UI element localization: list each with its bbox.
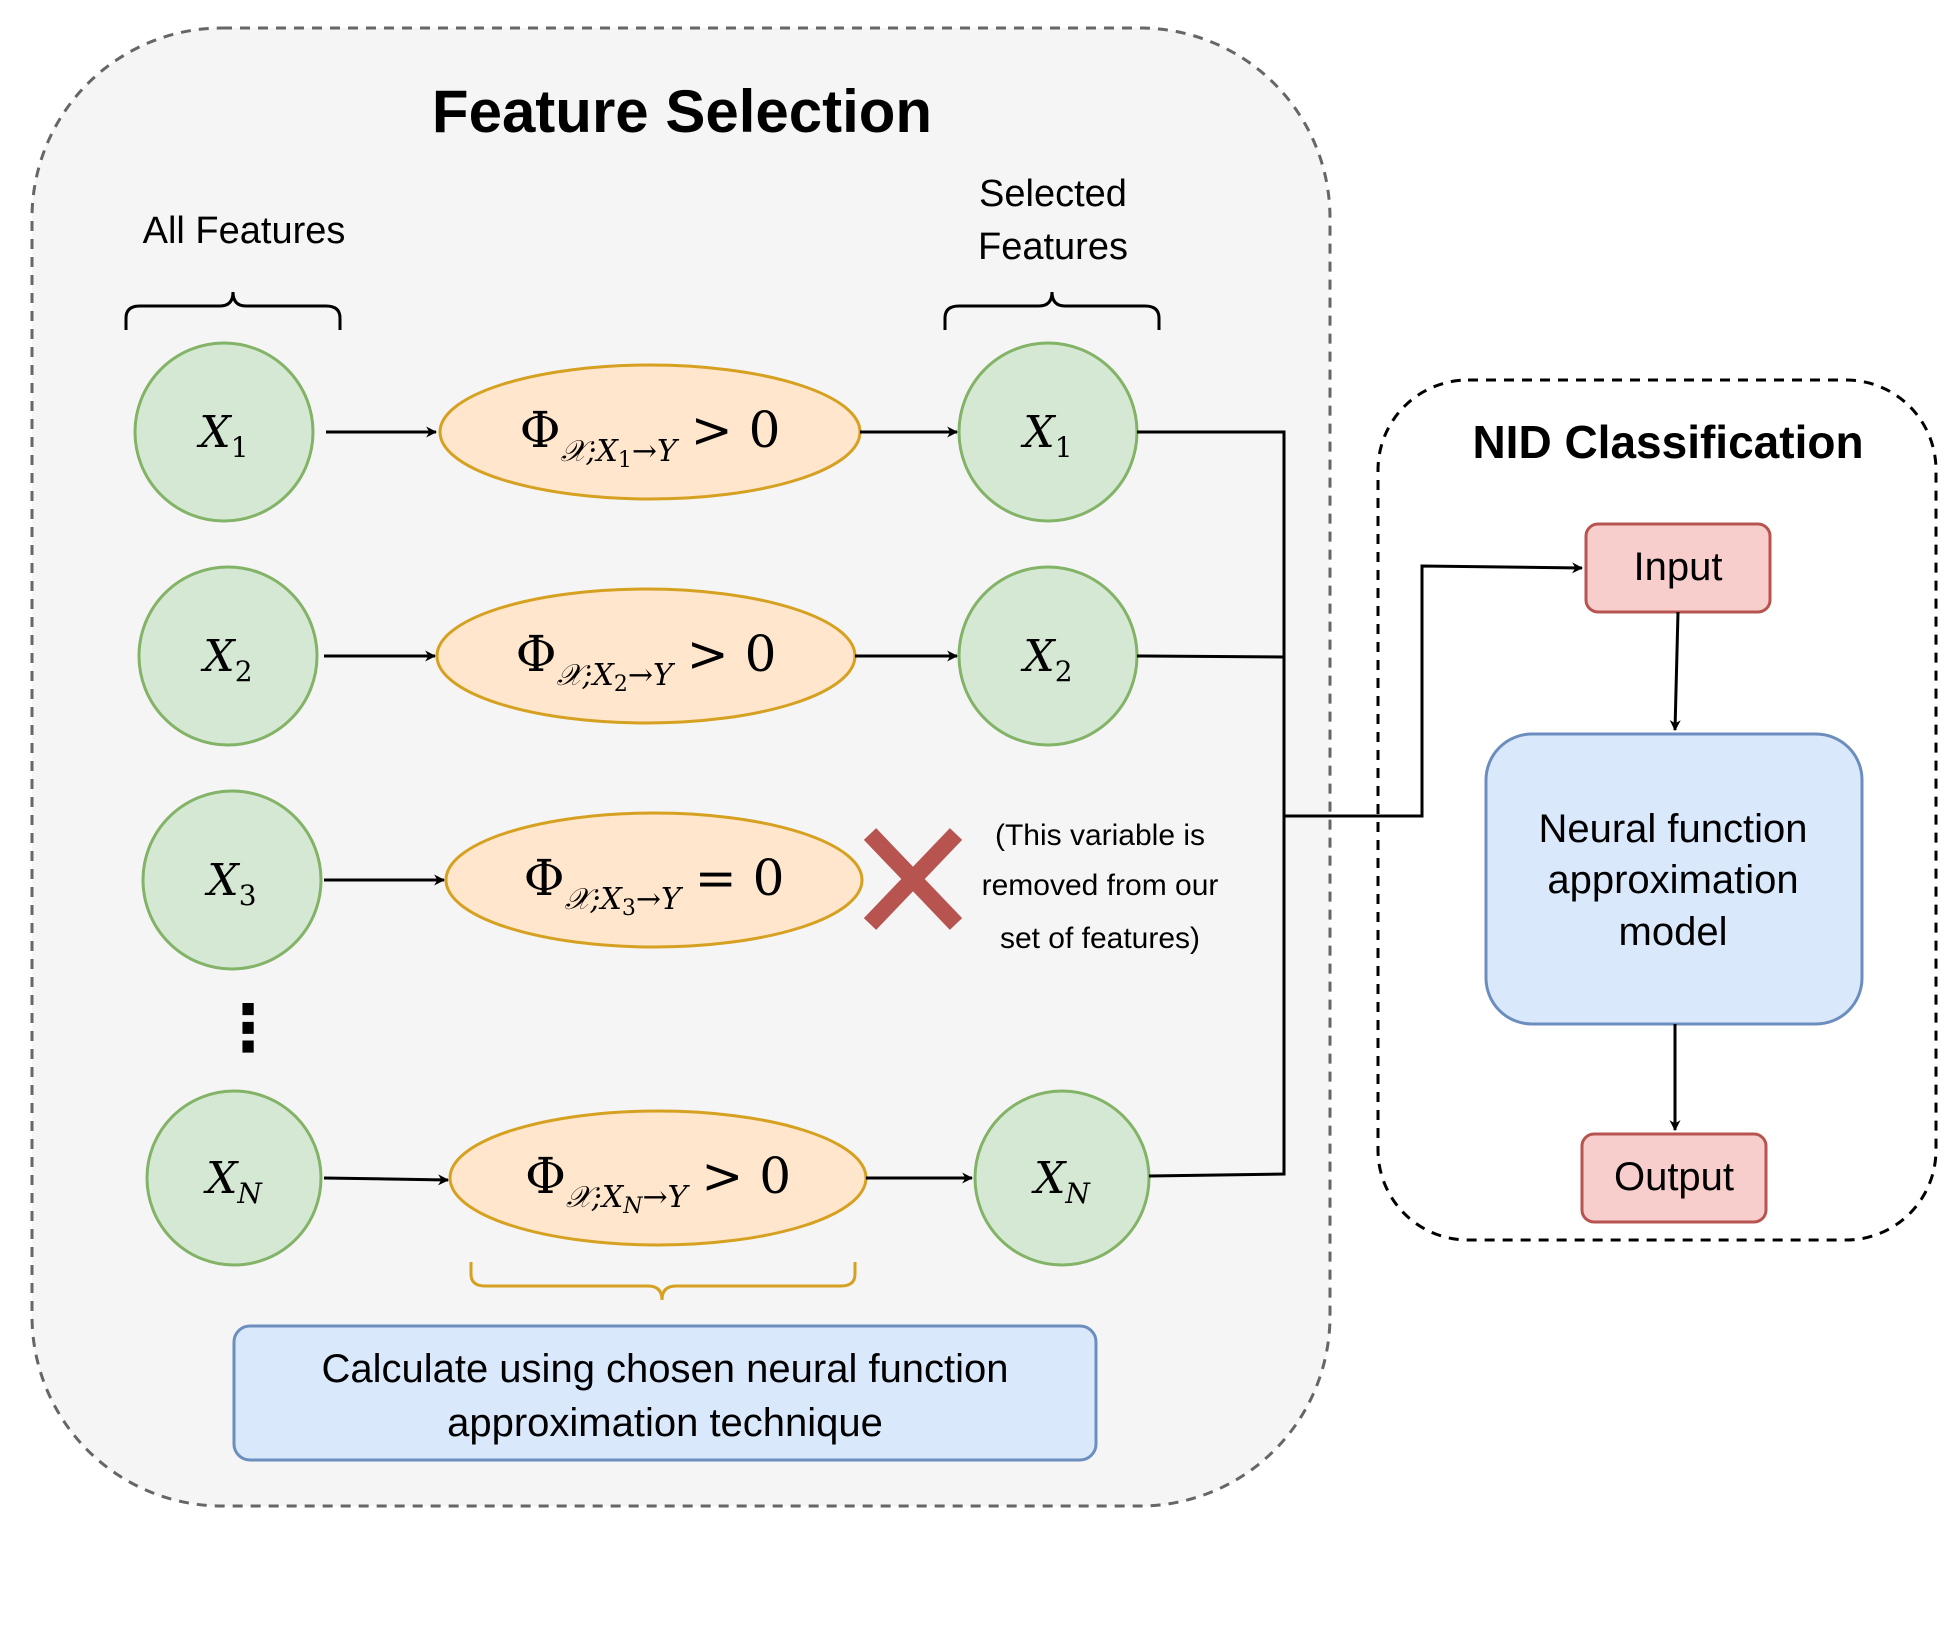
selected-xn-label: XN xyxy=(1031,1153,1091,1210)
output-node-label: Output xyxy=(1614,1155,1734,1199)
model-node-line1: Neural function xyxy=(1538,807,1807,851)
merge-connector-x2 xyxy=(1136,654,1285,659)
selected-features-label-line2: Features xyxy=(978,226,1128,268)
removed-note-line1: (This variable is xyxy=(995,819,1205,852)
score-xn-formula: Φ𝒳;XN→Y> 0 xyxy=(525,1147,791,1219)
feature-x2-node xyxy=(137,565,319,747)
merge-connector xyxy=(1137,430,1286,1178)
arrow-xn-to-score xyxy=(323,1174,450,1186)
ellipsis: ⋮ xyxy=(216,992,280,1064)
score-x2-formula: Φ𝒳;X2→Y> 0 xyxy=(516,625,777,697)
selected-features-brace xyxy=(943,291,1161,330)
feature-x3-node xyxy=(141,789,323,971)
feature-x2-label: X2 xyxy=(200,631,252,688)
nid-classification-title: NID Classification xyxy=(1472,416,1863,468)
score-x2-ellipse xyxy=(435,587,857,725)
model-node-line3: model xyxy=(1619,910,1728,954)
technique-box-line2: approximation technique xyxy=(447,1401,883,1445)
feature-selection-title: Feature Selection xyxy=(432,78,932,145)
score-x1-formula: Φ𝒳;X1→Y> 0 xyxy=(520,401,781,473)
selected-features-label-line1: Selected xyxy=(979,173,1127,215)
selected-x1-label: X1 xyxy=(1020,407,1072,464)
feature-xn-label: XN xyxy=(203,1153,263,1210)
score-x1-ellipse xyxy=(438,363,862,501)
score-xn-ellipse xyxy=(448,1109,868,1247)
removed-note-line2: removed from our xyxy=(982,869,1219,902)
feature-x1-label: X1 xyxy=(196,407,248,464)
feature-xn-node xyxy=(145,1089,323,1267)
technique-brace xyxy=(469,1262,857,1301)
technique-box xyxy=(232,1324,1098,1462)
removed-note-line3: set of features) xyxy=(1000,922,1200,955)
all-features-label: All Features xyxy=(143,210,346,252)
model-node-line2: approximation xyxy=(1547,858,1798,902)
input-node-label: Input xyxy=(1634,545,1723,589)
score-x3-ellipse xyxy=(444,811,864,949)
technique-box-line1: Calculate using chosen neural function xyxy=(321,1347,1008,1391)
arrow-input-to-model xyxy=(1669,611,1681,732)
arrow-to-input xyxy=(1284,562,1584,818)
selected-xn-node xyxy=(973,1089,1151,1267)
output-node xyxy=(1580,1132,1768,1224)
feature-x1-node xyxy=(133,341,315,523)
selected-x2-label: X2 xyxy=(1020,631,1072,688)
all-features-brace xyxy=(124,291,342,330)
cross-icon xyxy=(863,828,963,930)
score-x3-formula: Φ𝒳;X3→Y= 0 xyxy=(524,849,785,921)
feature-x3-label: X3 xyxy=(204,855,256,912)
